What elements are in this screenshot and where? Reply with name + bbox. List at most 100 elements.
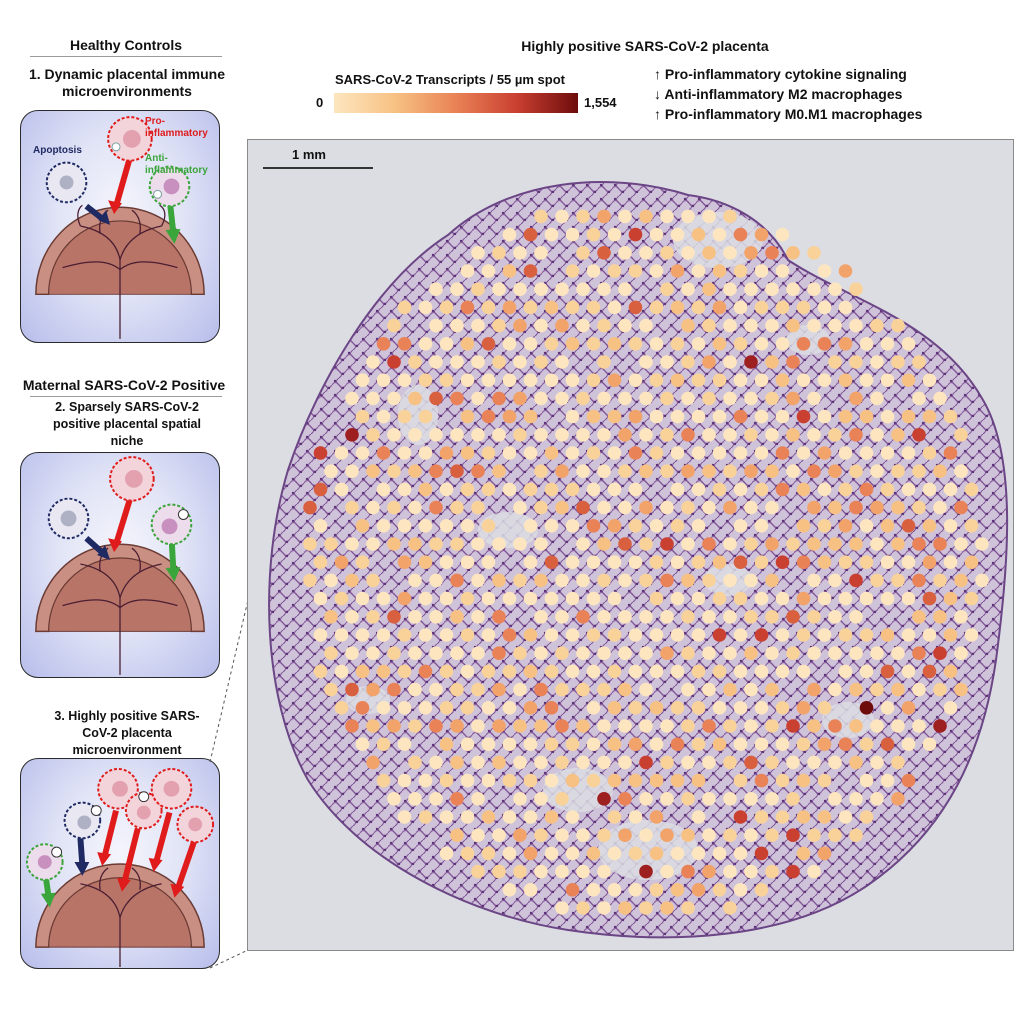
transcript-spot xyxy=(555,901,569,915)
transcript-spot xyxy=(817,773,832,788)
transcript-spot xyxy=(712,555,727,569)
transcript-spot xyxy=(912,719,926,733)
transcript-spot xyxy=(670,446,685,460)
transcript-spot xyxy=(849,755,863,770)
transcript-spot xyxy=(502,373,517,387)
transcript-spot xyxy=(660,646,674,660)
transcript-spot xyxy=(702,282,716,296)
transcript-spot xyxy=(912,355,926,369)
transcript-spot xyxy=(555,719,569,733)
transcript-spot xyxy=(408,646,422,660)
transcript-spot xyxy=(817,591,832,606)
transcript-spot xyxy=(754,482,769,497)
transcript-spot xyxy=(849,573,863,588)
transcript-spot xyxy=(775,664,790,679)
transcript-spot xyxy=(460,264,475,278)
transcript-spot xyxy=(366,500,380,515)
transcript-spot xyxy=(439,446,454,460)
transcript-spot xyxy=(628,519,643,533)
transcript-spot xyxy=(723,828,737,842)
transcript-spot xyxy=(849,282,863,296)
transcript-spot xyxy=(397,701,412,715)
transcript-spot xyxy=(471,537,485,551)
transcript-spot xyxy=(586,409,601,424)
transcript-spot xyxy=(523,409,538,424)
transcript-spot xyxy=(481,773,496,788)
transcript-spot xyxy=(796,373,811,387)
transcript-spot xyxy=(471,610,485,624)
transcript-spot xyxy=(880,519,895,533)
transcript-spot xyxy=(597,355,611,369)
transcript-spot xyxy=(555,792,569,806)
transcript-spot xyxy=(397,810,412,824)
transcript-spot xyxy=(460,482,475,497)
transcript-spot xyxy=(691,664,706,679)
transcript-spot xyxy=(313,446,328,460)
transcript-spot xyxy=(481,810,496,824)
transcript-spot xyxy=(387,464,401,479)
transcript-spot xyxy=(733,555,748,569)
transcript-spot xyxy=(660,355,674,369)
transcript-spot xyxy=(597,864,611,879)
transcript-spot xyxy=(702,646,716,660)
transcript-spot xyxy=(481,846,496,861)
transcript-spot xyxy=(586,519,601,533)
transcript-spot xyxy=(607,846,622,861)
transcript-spot xyxy=(691,482,706,497)
transcript-spot xyxy=(565,810,580,824)
transcript-spot xyxy=(523,227,538,242)
transcript-spot xyxy=(544,373,559,387)
transcript-spot xyxy=(765,646,779,660)
transcript-spot xyxy=(345,573,359,588)
transcript-spot xyxy=(912,682,926,697)
transcript-spot xyxy=(922,519,937,533)
transcript-spot xyxy=(744,464,758,479)
transcript-spot xyxy=(912,464,926,479)
transcript-spot xyxy=(891,428,905,442)
transcript-spot xyxy=(922,737,937,751)
transcript-spot xyxy=(471,464,485,479)
transcript-spot xyxy=(534,610,548,624)
transcript-spot xyxy=(786,464,800,479)
transcript-spot xyxy=(513,792,527,806)
transcript-spot xyxy=(576,682,590,697)
transcript-spot xyxy=(723,537,737,551)
transcript-spot xyxy=(639,864,653,879)
transcript-spot xyxy=(429,537,443,551)
transcript-spot xyxy=(418,373,433,387)
transcript-spot xyxy=(429,646,443,660)
transcript-spot xyxy=(702,391,716,406)
transcript-spot xyxy=(954,646,968,660)
transcript-spot xyxy=(649,300,664,315)
transcript-spot xyxy=(702,500,716,515)
transcript-spot xyxy=(471,500,485,515)
transcript-spot xyxy=(838,810,853,824)
transcript-spot xyxy=(733,482,748,497)
transcript-spot xyxy=(471,428,485,442)
transcript-spot xyxy=(513,500,527,515)
transcript-spot xyxy=(681,209,695,224)
transcript-spot xyxy=(418,300,433,315)
transcript-spot xyxy=(471,246,485,260)
transcript-spot xyxy=(744,682,758,697)
transcript-spot xyxy=(460,591,475,606)
transcript-spot xyxy=(523,482,538,497)
transcript-spot xyxy=(849,682,863,697)
transcript-spot xyxy=(597,610,611,624)
transcript-spot xyxy=(649,846,664,861)
transcript-spot xyxy=(618,282,632,296)
transcript-spot xyxy=(492,428,506,442)
transcript-spot xyxy=(502,446,517,460)
panel-highly-positive xyxy=(20,758,220,969)
transcript-spot xyxy=(586,773,601,788)
transcript-spot xyxy=(366,646,380,660)
transcript-spot xyxy=(723,246,737,260)
transcript-spot xyxy=(723,901,737,915)
transcript-spot xyxy=(460,773,475,788)
transcript-spot xyxy=(387,355,401,369)
transcript-spot xyxy=(502,846,517,861)
transcript-spot xyxy=(471,864,485,879)
transcript-spot xyxy=(723,792,737,806)
transcript-spot xyxy=(880,628,895,642)
transcript-spot xyxy=(712,701,727,715)
